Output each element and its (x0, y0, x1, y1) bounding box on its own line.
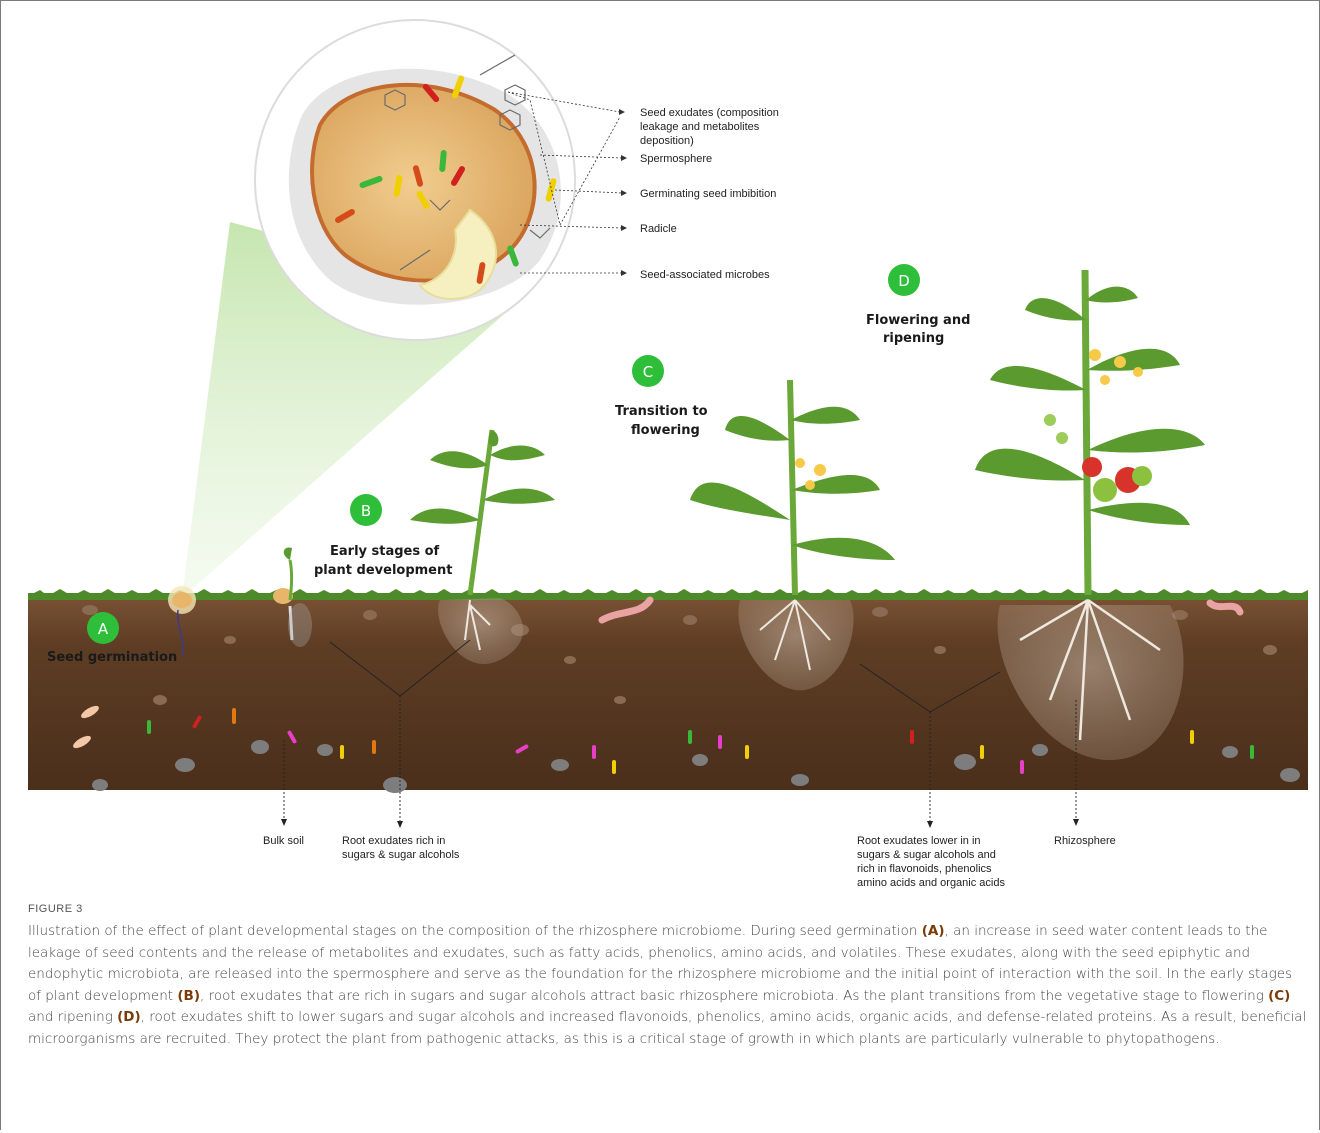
badge-c: C (632, 355, 664, 387)
badge-b-letter: B (361, 502, 371, 520)
callout-microbes: Seed-associated microbes (640, 269, 770, 281)
stage-c-title-line1: Transition to (615, 404, 708, 419)
callout-seed-exudates-line2: leakage and metabolites (640, 121, 760, 133)
badge-a: A (87, 612, 119, 644)
label-bulk-soil: Bulk soil (263, 835, 304, 847)
caption-text: Illustration of the effect of plant deve… (28, 921, 1308, 1050)
badge-d-letter: D (898, 272, 910, 290)
stage-b-title-line2: plant development (314, 563, 452, 578)
callout-radicle: Radicle (640, 223, 677, 235)
callout-seed-exudates-line1: Seed exudates (composition (640, 107, 779, 119)
caption-part-1: Illustration of the effect of plant deve… (28, 923, 922, 939)
stage-b-title-line1: Early stages of (330, 544, 440, 559)
label-rich-exudates-line2: sugars & sugar alcohols (342, 849, 460, 861)
badge-b: B (350, 494, 382, 526)
magnified-seed (255, 20, 575, 340)
label-lower-exudates-line1: Root exudates lower in in (857, 835, 981, 847)
seed-callout-arrowheads (619, 109, 627, 276)
soil-leader-arrowheads (281, 819, 1079, 828)
label-lower-exudates-line2: sugars & sugar alcohols and (857, 849, 996, 861)
caption-ref-b: (B) (177, 988, 200, 1004)
caption-ref-d: (D) (117, 1009, 141, 1025)
label-lower-exudates-line3: rich in flavonoids, phenolics (857, 863, 992, 875)
figure-caption: FIGURE 3 Illustration of the effect of p… (28, 903, 1308, 1050)
badge-d: D (888, 264, 920, 296)
caption-part-3: , root exudates that are rich in sugars … (200, 988, 1268, 1004)
stage-d-tomatoes (1044, 414, 1152, 502)
callout-imbibition: Germinating seed imbibition (640, 188, 776, 200)
caption-ref-a: (A) (922, 923, 945, 939)
label-rhizosphere: Rhizosphere (1054, 835, 1116, 847)
figure-number: FIGURE 3 (28, 903, 1308, 915)
label-lower-exudates-line4: amino acids and organic acids (857, 877, 1005, 889)
caption-part-5: , root exudates shift to lower sugars an… (28, 1009, 1306, 1047)
illustration: Seed exudates (composition leakage and m… (0, 0, 1320, 895)
callout-seed-exudates-line3: deposition) (640, 135, 694, 147)
stage-c-title-line2: flowering (631, 423, 700, 438)
caption-ref-c: (C) (1268, 988, 1290, 1004)
badge-c-letter: C (643, 363, 653, 381)
stage-a-title: Seed germination (47, 650, 177, 665)
caption-part-4: and ripening (28, 1009, 117, 1025)
callout-spermosphere: Spermosphere (640, 153, 712, 165)
badge-a-letter: A (98, 620, 109, 638)
stage-d-title-line2: ripening (883, 331, 944, 346)
label-rich-exudates-line1: Root exudates rich in (342, 835, 445, 847)
stage-d-title-line1: Flowering and (866, 313, 970, 328)
